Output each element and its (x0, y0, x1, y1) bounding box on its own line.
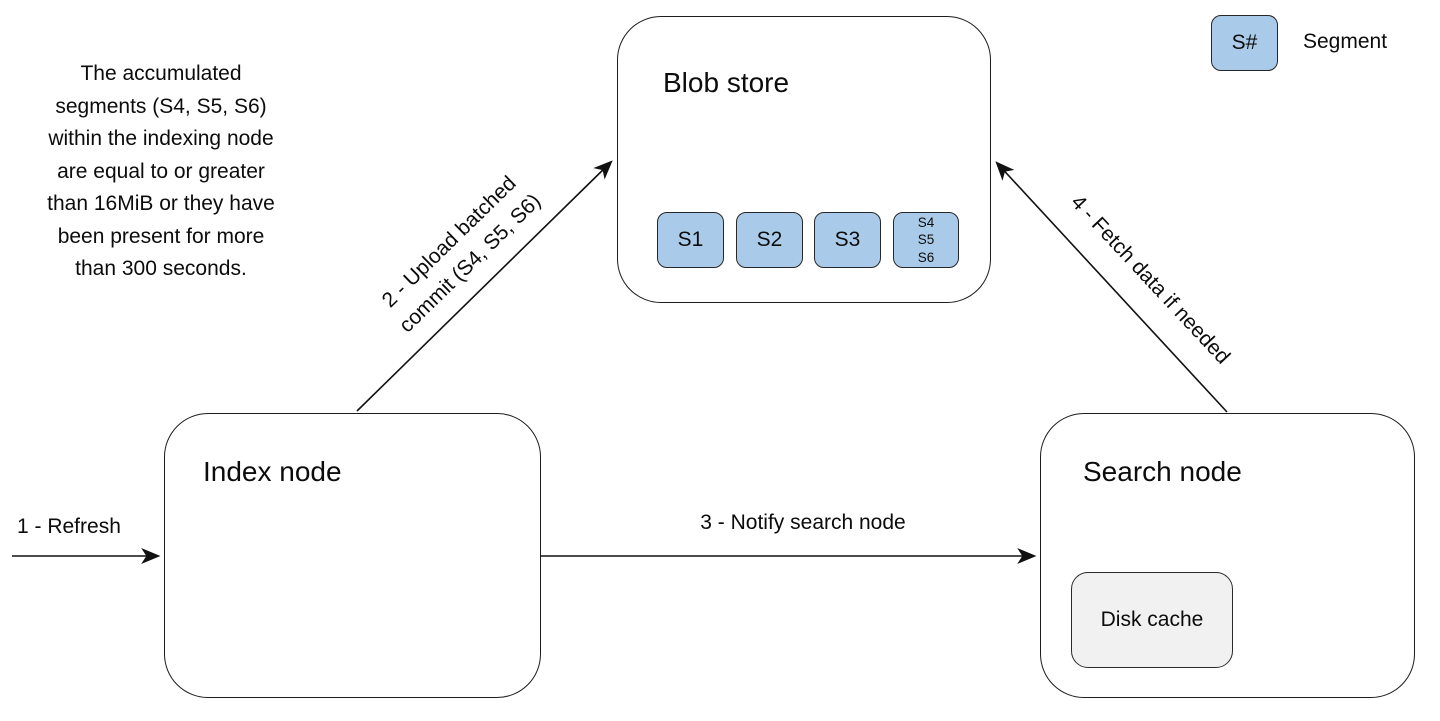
arrow-upload-line (356, 160, 613, 412)
segment-chip-s1: S1 (657, 212, 724, 268)
stacked-segment-label: S4 (917, 214, 935, 230)
segment-chip-s3: S3 (814, 212, 881, 268)
segment-label: S3 (834, 228, 861, 251)
segment-chip-s2: S2 (736, 212, 803, 268)
note-line: within the indexing node (48, 127, 274, 150)
arrow-notify-label: 3 - Notify search node (700, 511, 906, 534)
note-line: been present for more (57, 224, 265, 248)
legend-label: Segment (1303, 30, 1388, 53)
stacked-segment-label: S6 (917, 249, 935, 265)
segment-chip-s4-s5-s6: S4 S5 S6 (893, 212, 959, 268)
arrow-fetch-line (995, 161, 1228, 413)
note-line: are equal to or greater (57, 159, 265, 183)
arrow-refresh-label: 1 - Refresh (17, 515, 121, 538)
disk-cache-label: Disk cache (1100, 608, 1204, 631)
segment-label: S2 (756, 228, 783, 251)
legend-chip-label: S# (1231, 31, 1258, 54)
note-line: than 16MiB or they have (47, 192, 275, 215)
stacked-segment-label: S5 (917, 232, 935, 248)
disk-cache-box: Disk cache (1071, 572, 1233, 668)
note-line: The accumulated (80, 62, 242, 85)
index-node-title: Index node (203, 456, 342, 487)
note-line: than 300 seconds. (75, 257, 247, 280)
blob-store-title: Blob store (663, 67, 790, 98)
note-accumulated-segments: The accumulated segments (S4, S5, S6) wi… (16, 58, 306, 286)
segment-label: S1 (677, 228, 704, 251)
note-line: segments (S4, S5, S6) (55, 94, 267, 118)
legend-segment-chip: S# (1211, 15, 1278, 71)
search-node-title: Search node (1083, 456, 1242, 487)
index-node: Index node (164, 413, 541, 698)
